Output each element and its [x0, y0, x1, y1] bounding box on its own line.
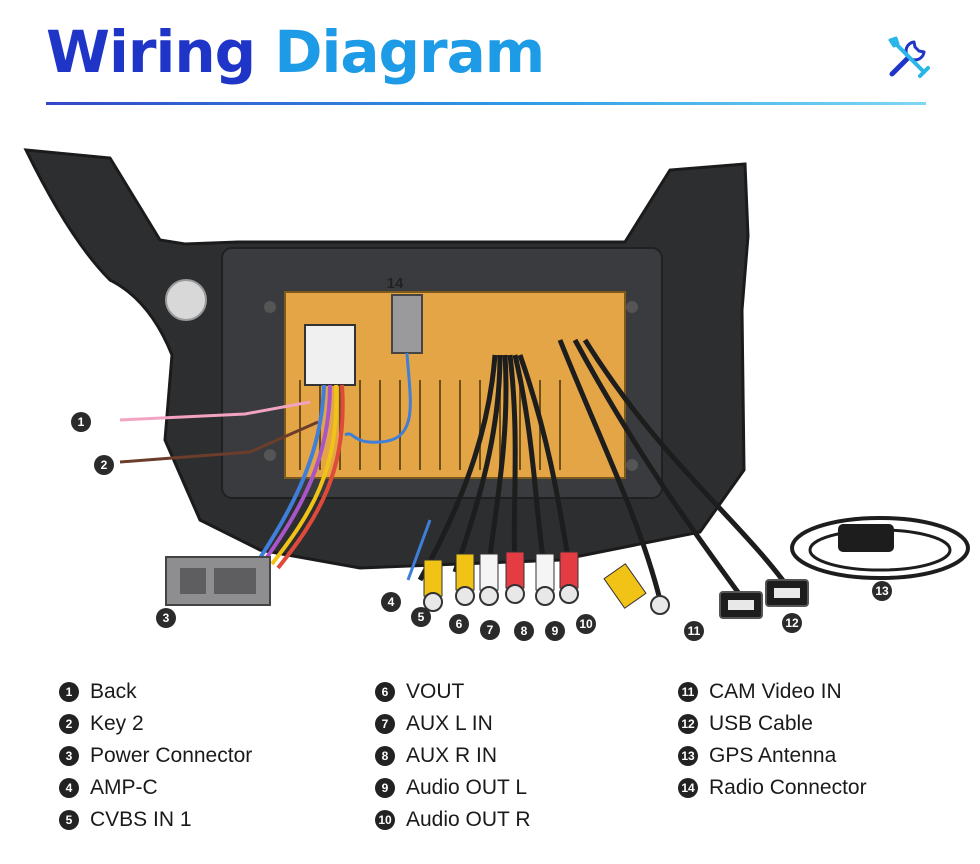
legend-label: AUX R IN: [406, 744, 498, 767]
wire-back: [119, 400, 311, 422]
head-unit-diagram: [23, 148, 970, 619]
legend-label: GPS Antenna: [709, 744, 837, 767]
legend-item: 3 Power Connector: [59, 740, 252, 772]
legend-number: 10: [375, 810, 395, 830]
callout-14: 14: [386, 275, 404, 292]
title-word-1: Wiring: [46, 18, 256, 86]
legend-number: 5: [59, 810, 79, 830]
legend-number: 14: [678, 778, 698, 798]
legend-item: 12 USB Cable: [678, 708, 867, 740]
legend-number: 8: [375, 746, 395, 766]
legend-column-2: 6 VOUT 7 AUX L IN 8 AUX R IN 9 Audio OUT L 1…: [375, 676, 531, 836]
legend-item: 8 AUX R IN: [375, 740, 531, 772]
legend-label: Radio Connector: [709, 776, 867, 799]
legend-number: 13: [678, 746, 698, 766]
legend-column-3: 11 CAM Video IN 12 USB Cable 13 GPS Antenna…: [678, 676, 867, 804]
callout-7: 7: [480, 620, 500, 640]
callout-8: 8: [514, 621, 534, 641]
legend-label: Audio OUT R: [406, 808, 531, 831]
legend-number: 3: [59, 746, 79, 766]
legend-label: USB Cable: [709, 712, 813, 735]
legend-item: 11 CAM Video IN: [678, 676, 867, 708]
legend-item: 14 Radio Connector: [678, 772, 867, 804]
callout-5: 5: [411, 607, 431, 627]
legend-number: 11: [678, 682, 698, 702]
usb-plugs: [719, 579, 809, 619]
legend-item: 10 Audio OUT R: [375, 804, 531, 836]
screw: [626, 301, 638, 313]
callout-12: 12: [782, 613, 802, 633]
legend-label: Back: [90, 680, 137, 703]
main-connector-block: [304, 324, 356, 386]
callout-9: 9: [545, 621, 565, 641]
legend-label: Audio OUT L: [406, 776, 528, 799]
page-title: Wiring Diagram: [46, 12, 545, 92]
radio-connector: [391, 294, 423, 354]
title-underline: [46, 102, 926, 105]
rca-bundle: [417, 354, 498, 582]
rca-plugs: [423, 551, 579, 612]
legend-number: 2: [59, 714, 79, 734]
legend-number: 1: [59, 682, 79, 702]
callout-4: 4: [381, 592, 401, 612]
callout-13: 13: [872, 581, 892, 601]
gps-antenna: [790, 516, 970, 580]
legend-item: 5 CVBS IN 1: [59, 804, 252, 836]
legend-label: AUX L IN: [406, 712, 493, 735]
legend-column-1: 1 Back 2 Key 2 3 Power Connector 4 AMP-C 5 CV…: [59, 676, 252, 836]
legend-label: CAM Video IN: [709, 680, 842, 703]
legend-number: 12: [678, 714, 698, 734]
legend-item: 6 VOUT: [375, 676, 531, 708]
callout-3: 3: [156, 608, 176, 628]
title-word-2: Diagram: [274, 18, 545, 86]
cam-video-plug: [603, 563, 670, 615]
tools-icon: [888, 36, 930, 78]
legend-item: 13 GPS Antenna: [678, 740, 867, 772]
legend-label: Power Connector: [90, 744, 253, 767]
legend-item: 9 Audio OUT L: [375, 772, 531, 804]
legend-label: CVBS IN 1: [90, 808, 192, 831]
screw: [264, 449, 276, 461]
screw: [264, 301, 276, 313]
legend-label: AMP-C: [90, 776, 158, 799]
power-harness: [263, 384, 332, 562]
callout-11: 11: [684, 621, 704, 641]
mount-disc: [165, 279, 207, 321]
screw: [626, 459, 638, 471]
legend-item: 4 AMP-C: [59, 772, 252, 804]
legend-number: 6: [375, 682, 395, 702]
legend-number: 4: [59, 778, 79, 798]
legend-item: 2 Key 2: [59, 708, 252, 740]
amp-c-wire: [406, 519, 432, 581]
wire-key2: [119, 420, 319, 464]
legend-number: 9: [375, 778, 395, 798]
legend-item: 1 Back: [59, 676, 252, 708]
legend-label: VOUT: [406, 680, 465, 703]
legend-number: 7: [375, 714, 395, 734]
callout-10: 10: [576, 614, 596, 634]
legend: 1 Back 2 Key 2 3 Power Connector 4 AMP-C 5 CV…: [0, 676, 980, 846]
callout-6: 6: [449, 614, 469, 634]
chassis-vents: [299, 380, 561, 470]
callout-2: 2: [94, 455, 114, 475]
callout-1: 1: [71, 412, 91, 432]
legend-label: Key 2: [90, 712, 144, 735]
legend-item: 7 AUX L IN: [375, 708, 531, 740]
